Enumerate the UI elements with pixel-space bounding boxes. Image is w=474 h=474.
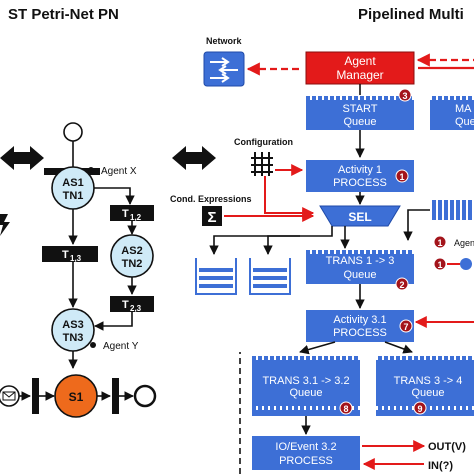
- small-queue-2: [249, 258, 291, 295]
- badge-3-text: 3: [402, 91, 407, 101]
- legend-agent-label: Agen: [454, 238, 474, 248]
- start-queue-line2: Queue: [343, 116, 376, 128]
- svg-text:1: 1: [437, 238, 442, 248]
- as2-line1: AS2: [121, 245, 142, 257]
- right-title: Pipelined Multi: [358, 6, 464, 23]
- t13-sub: 1,3: [70, 254, 82, 263]
- cond-expressions-label: Cond. Expressions: [170, 194, 252, 204]
- legend-badge-1: [433, 235, 447, 249]
- as3-line1: AS3: [62, 319, 83, 331]
- badge-2-text: 2: [399, 280, 404, 290]
- badge-7: [399, 319, 413, 333]
- svg-text:Σ: Σ: [207, 209, 216, 226]
- ioevent-box: [252, 436, 360, 470]
- start-place: [63, 122, 83, 142]
- badge-8: [339, 401, 353, 415]
- agent-x-label: Agent X: [101, 166, 137, 177]
- trans13-box: [306, 250, 414, 284]
- activity31-box: [306, 310, 414, 342]
- activity1-line2: PROCESS: [333, 177, 387, 189]
- lightning-icon: [0, 214, 10, 236]
- badge-3: [398, 88, 412, 102]
- activity1-line1: Activity 1: [338, 164, 382, 176]
- t23-sub: 2,3: [130, 304, 142, 313]
- legend-badge-2: [433, 257, 447, 271]
- out-label: OUT(V): [428, 441, 466, 453]
- ma-queue-box: [430, 96, 474, 130]
- badge-7-text: 7: [403, 322, 408, 332]
- configuration-label: Configuration: [234, 137, 293, 147]
- start-queue-line1: START: [342, 103, 377, 115]
- event-transition-2: [112, 378, 119, 414]
- transition-t13: [42, 246, 98, 262]
- double-arrow-middle: [172, 146, 216, 170]
- transition-t12: [110, 205, 154, 221]
- badge-9-text: 9: [417, 404, 422, 414]
- as2-line2: TN2: [122, 258, 143, 270]
- config-to-sel: [264, 176, 315, 219]
- as1-line2: TN1: [63, 190, 84, 202]
- trans34-line1: TRANS 3 -> 4: [394, 375, 463, 387]
- left-title: ST Petri-Net PN: [8, 6, 119, 23]
- badge-9: [413, 401, 427, 415]
- trans13-line1: TRANS 1 -> 3: [326, 255, 395, 267]
- right-side-queue: [430, 200, 474, 220]
- ioevent-line1: IO/Event 3.2: [275, 441, 336, 453]
- agent-x-token: [88, 167, 94, 173]
- badge-8-text: 8: [343, 404, 348, 414]
- agent-manager-line1: Agent: [344, 54, 376, 68]
- agent-manager-line2: Manager: [336, 68, 383, 82]
- t13-base: T: [62, 249, 69, 261]
- trans34-box: [376, 356, 474, 400]
- configuration-grid-icon: [251, 152, 273, 176]
- ma-queue-line1: MA: [455, 103, 472, 115]
- trans13-line2: Queue: [343, 269, 376, 281]
- t23-base: T: [122, 299, 129, 311]
- network-switch-icon: [203, 51, 245, 87]
- svg-text:1: 1: [437, 260, 442, 270]
- trans312-line2: Queue: [289, 387, 322, 399]
- agent-y-label: Agent Y: [103, 341, 139, 352]
- badge-2: [395, 277, 409, 291]
- trans34-line2: Queue: [411, 387, 444, 399]
- t12-sub: 1,2: [130, 213, 142, 222]
- as3-line2: TN3: [63, 332, 84, 344]
- agent-manager-box: [305, 51, 415, 85]
- trans312-line1: TRANS 3.1 -> 3.2: [262, 375, 349, 387]
- sel-selector: [319, 205, 401, 227]
- trans312-box: [252, 356, 360, 400]
- activity31-line2: PROCESS: [333, 327, 387, 339]
- s1-label: S1: [69, 390, 84, 404]
- event-transition-1: [32, 378, 39, 414]
- envelope-icon: [2, 391, 16, 401]
- transition-t23: [110, 296, 154, 312]
- activity31-line1: Activity 3.1: [333, 314, 386, 326]
- as1-line1: AS1: [62, 177, 83, 189]
- start-queue-box: [306, 96, 414, 130]
- agent-y-token: [90, 342, 96, 348]
- sigma-icon: [202, 206, 222, 226]
- small-queue-1: [195, 258, 237, 295]
- t12-base: T: [122, 208, 129, 220]
- legend-blue-token: [460, 258, 472, 270]
- badge-1: [395, 169, 409, 183]
- badge-1-text: 1: [399, 172, 404, 182]
- double-arrow-left: [0, 146, 44, 170]
- in-label: IN(?): [428, 460, 453, 472]
- ioevent-line2: PROCESS: [279, 455, 333, 467]
- network-label: Network: [206, 36, 243, 46]
- ma-queue-line2: Queue: [455, 116, 474, 128]
- end-event: [133, 384, 157, 408]
- sel-label: SEL: [348, 210, 371, 224]
